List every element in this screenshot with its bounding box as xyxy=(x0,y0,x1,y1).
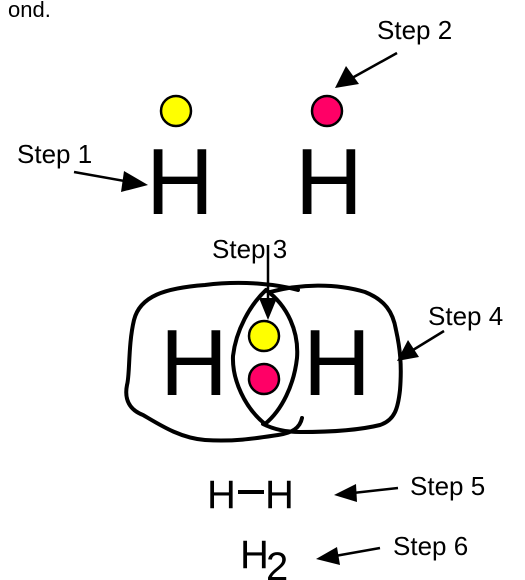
step-1-arrow xyxy=(73,170,148,192)
shared-electron-overlap xyxy=(230,288,300,426)
step-5-label: Step 5 xyxy=(410,471,485,501)
shared-pink-electron xyxy=(247,362,281,396)
structural-left-h: H xyxy=(207,473,236,517)
yellow-electron xyxy=(159,94,193,128)
step-3-arrow xyxy=(259,245,277,320)
molecular-formula-element: H xyxy=(240,533,269,577)
left-orbital-outline xyxy=(124,280,304,443)
molecule-right-hydrogen: H xyxy=(303,310,371,415)
right-hydrogen-atom: H xyxy=(295,129,363,234)
step-2-arrow xyxy=(335,51,398,88)
step-4-label: Step 4 xyxy=(428,301,503,331)
step-6-label: Step 6 xyxy=(393,531,468,561)
step-3-label: Step 3 xyxy=(212,234,287,264)
heading-fragment: ond. xyxy=(8,0,51,22)
step-2-label: Step 2 xyxy=(377,15,452,45)
molecular-formula-subscript: 2 xyxy=(266,545,288,580)
shared-yellow-electron xyxy=(247,319,281,353)
left-hydrogen-atom: H xyxy=(146,129,214,234)
structural-right-h: H xyxy=(265,473,294,517)
step-5-arrow xyxy=(334,484,399,502)
molecule-left-hydrogen: H xyxy=(160,310,228,415)
step-1-label: Step 1 xyxy=(17,139,92,169)
step-6-arrow xyxy=(316,546,381,565)
pink-electron xyxy=(310,94,344,128)
step-4-arrow xyxy=(397,329,445,361)
right-orbital-outline xyxy=(261,283,403,435)
